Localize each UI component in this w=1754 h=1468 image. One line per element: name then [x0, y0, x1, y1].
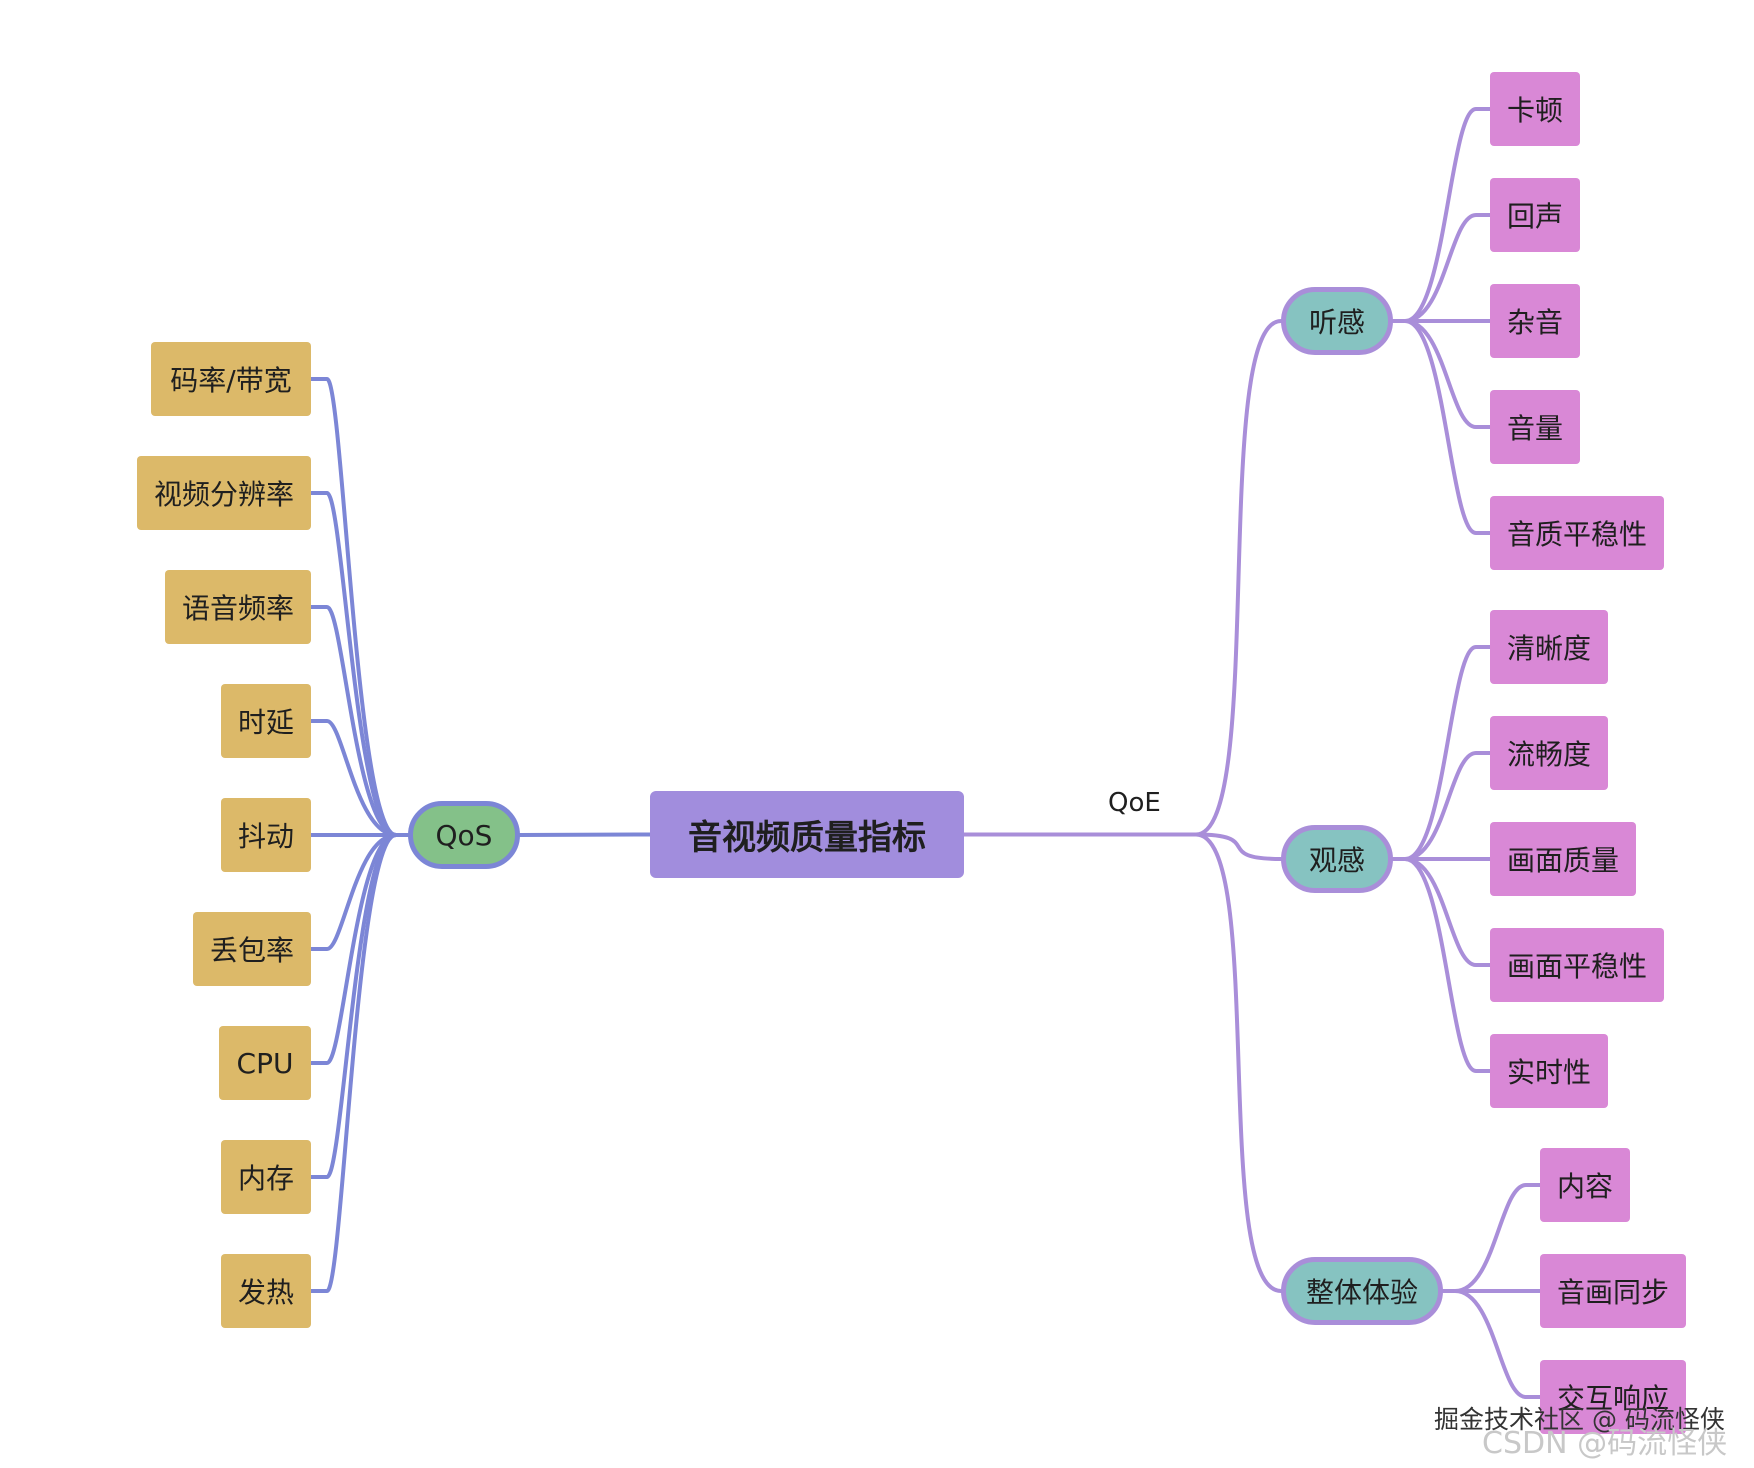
qos-item-packet-loss: 丢包率 [193, 912, 311, 986]
edge-qoe-group-1 [1194, 832, 1283, 861]
qos-item-latency: 时延 [221, 684, 311, 758]
viewing-item-smoothness: 流畅度 [1490, 716, 1608, 790]
hearing-item-noise: 杂音 [1490, 284, 1580, 358]
edge-qoe-group-0 [1194, 319, 1283, 837]
qoe-group-viewing: 观感 [1281, 825, 1393, 893]
edge-group-1-item-3 [1403, 857, 1492, 967]
edge-group-2-item-0 [1453, 1183, 1542, 1293]
qos-item-heat: 发热 [221, 1254, 311, 1328]
edge-group-0-item-1 [1403, 213, 1492, 323]
edge-qos-item-5 [309, 833, 398, 951]
qos-item-resolution: 视频分辨率 [137, 456, 311, 530]
edge-root-qos [518, 832, 652, 837]
edge-qos-item-1 [309, 491, 398, 837]
qos-item-memory: 内存 [221, 1140, 311, 1214]
edge-qos-item-3 [309, 719, 398, 837]
qos-item-jitter: 抖动 [221, 798, 311, 872]
overall-item-av-sync: 音画同步 [1540, 1254, 1686, 1328]
edge-qos-item-8 [309, 833, 398, 1293]
edge-group-2-item-2 [1453, 1289, 1542, 1399]
qoe-edge-label: QoE [1108, 788, 1161, 818]
edge-qos-item-2 [309, 605, 398, 837]
overall-item-interaction-response: 交互响应 [1540, 1360, 1686, 1434]
viewing-item-picture-quality: 画面质量 [1490, 822, 1636, 896]
hearing-item-echo: 回声 [1490, 178, 1580, 252]
hearing-item-stutter: 卡顿 [1490, 72, 1580, 146]
viewing-item-clarity: 清晰度 [1490, 610, 1608, 684]
watermark-juejin: 掘金技术社区 @ 码流怪侠 [1434, 1405, 1725, 1434]
edge-group-1-item-4 [1403, 857, 1492, 1073]
edge-qos-item-6 [309, 833, 398, 1065]
qoe-group-overall: 整体体验 [1281, 1257, 1443, 1325]
edge-group-1-item-1 [1403, 751, 1492, 861]
edge-qos-item-0 [309, 377, 398, 837]
edge-group-0-item-0 [1403, 107, 1492, 323]
qos-node: QoS [408, 801, 520, 869]
edge-qoe-group-2 [1194, 832, 1283, 1293]
watermark-csdn: CSDN @码流怪侠 [1482, 1426, 1728, 1461]
hearing-item-volume: 音量 [1490, 390, 1580, 464]
viewing-item-realtime: 实时性 [1490, 1034, 1608, 1108]
qos-item-bitrate: 码率/带宽 [151, 342, 311, 416]
hearing-item-audio-stability: 音质平稳性 [1490, 496, 1664, 570]
viewing-item-picture-stability: 画面平稳性 [1490, 928, 1664, 1002]
overall-item-content: 内容 [1540, 1148, 1630, 1222]
qoe-group-hearing: 听感 [1281, 287, 1393, 355]
edge-group-1-item-0 [1403, 645, 1492, 861]
qos-item-audio-frequency: 语音频率 [165, 570, 311, 644]
root-node: 音视频质量指标 [650, 791, 964, 878]
qos-item-cpu: CPU [219, 1026, 311, 1100]
edge-group-0-item-4 [1403, 319, 1492, 535]
edge-group-0-item-3 [1403, 319, 1492, 429]
